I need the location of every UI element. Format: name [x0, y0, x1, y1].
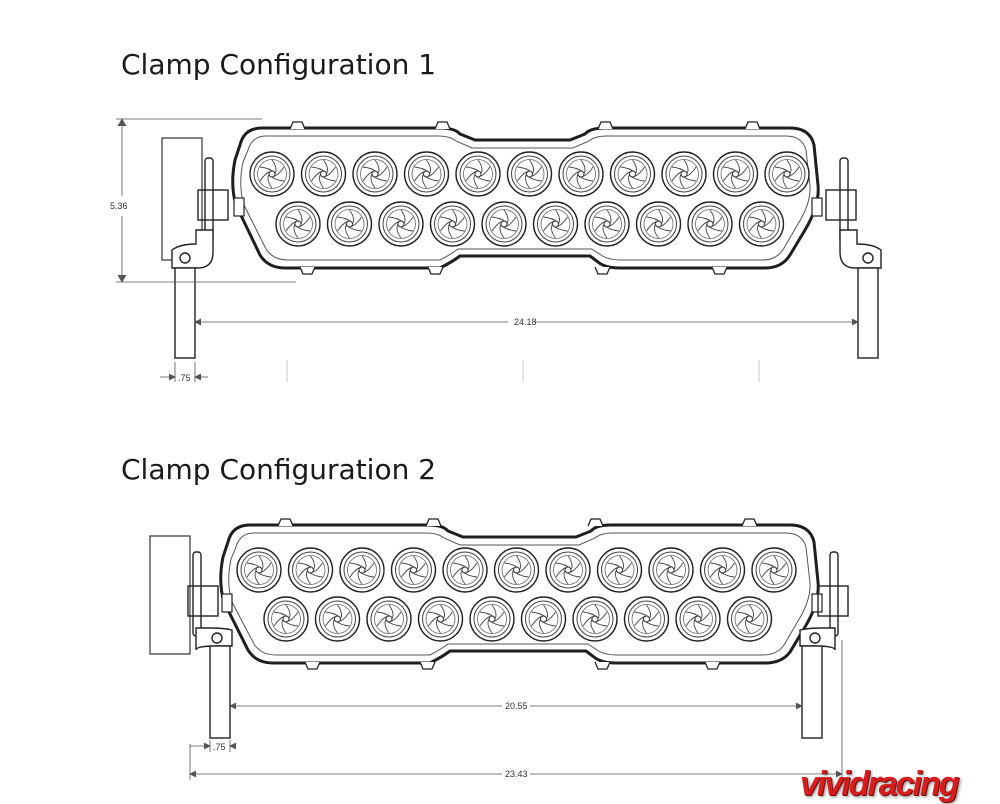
led-module	[623, 596, 670, 642]
led-module	[558, 151, 604, 197]
led-module	[572, 596, 618, 642]
led-module	[764, 151, 810, 197]
led-module	[275, 201, 321, 247]
config2-right-bracket	[799, 551, 849, 739]
led-module	[532, 201, 579, 247]
config1-housing	[231, 126, 820, 270]
led-module	[287, 547, 334, 593]
config2-offset-dim: .75	[213, 742, 226, 752]
config1-left-bracket	[171, 157, 229, 359]
led-module	[648, 547, 694, 593]
led-module	[314, 596, 361, 642]
led-module	[481, 201, 527, 247]
led-module	[738, 201, 785, 247]
config1-drawing: 5.36 24.18 .75	[110, 118, 882, 383]
led-module	[726, 596, 773, 642]
led-module	[390, 547, 437, 593]
led-module	[352, 151, 398, 197]
led-module	[675, 596, 721, 642]
led-module	[263, 596, 309, 642]
led-module	[455, 151, 501, 197]
led-module	[712, 151, 759, 197]
config1-width-dim: 24.18	[514, 317, 537, 327]
config1-offset-dim: .75	[178, 373, 191, 383]
config2-back-housing	[149, 535, 191, 655]
led-module	[366, 596, 412, 642]
led-module	[442, 547, 488, 593]
led-module	[699, 547, 746, 593]
led-module	[661, 151, 707, 197]
led-module	[584, 201, 630, 247]
led-module	[506, 151, 553, 197]
led-module	[493, 547, 540, 593]
config2-housing	[219, 523, 820, 665]
config1-right-bracket	[825, 157, 882, 359]
config2-title: Clamp Configuration 2	[121, 453, 437, 486]
led-module	[326, 201, 373, 247]
led-module	[378, 201, 424, 247]
config2-overall-dim: 23.43	[505, 769, 528, 779]
config2-left-bracket	[187, 551, 233, 739]
config1-height-dim: 5.36	[110, 201, 128, 211]
led-module	[300, 151, 347, 197]
led-module	[339, 547, 385, 593]
vividracing-logo: vividracing	[800, 765, 960, 803]
led-module	[236, 547, 282, 593]
led-module	[751, 547, 797, 593]
led-module	[469, 596, 515, 642]
led-module	[635, 201, 682, 247]
config2-inner-dim: 20.55	[505, 701, 528, 711]
led-module	[687, 201, 733, 247]
led-module	[520, 596, 567, 642]
config2-drawing: 20.55 .75 23.43	[149, 518, 849, 780]
led-module	[417, 596, 464, 642]
config1-title: Clamp Configuration 1	[121, 48, 437, 81]
led-module	[545, 547, 591, 593]
led-module	[596, 547, 643, 593]
led-module	[403, 151, 450, 197]
led-module	[609, 151, 656, 197]
led-module	[429, 201, 476, 247]
led-module	[249, 151, 295, 197]
